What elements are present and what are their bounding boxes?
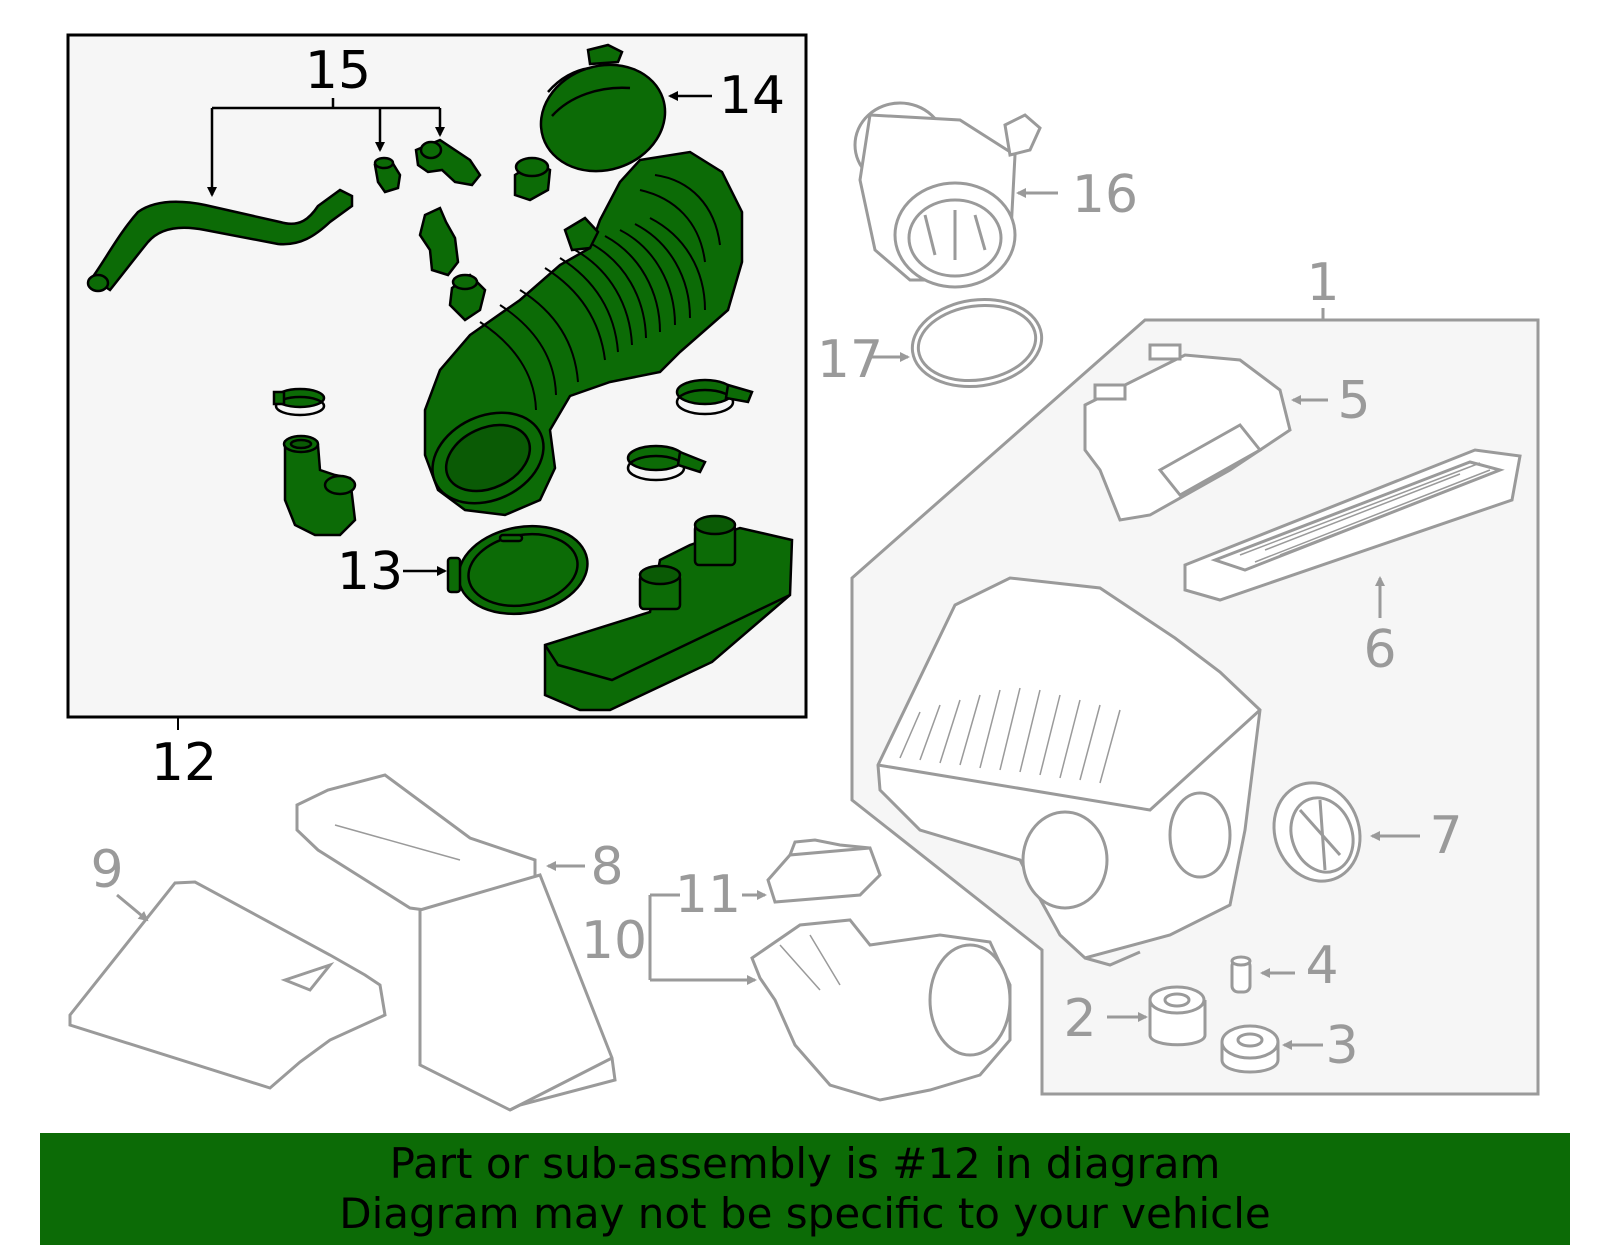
panel-leaders xyxy=(207,91,712,576)
part-1-lower-housing[interactable] xyxy=(876,576,1262,967)
part-14-cap[interactable] xyxy=(527,43,679,187)
part-12-resonator[interactable] xyxy=(543,514,794,712)
callout-3[interactable]: 3 xyxy=(1325,1016,1358,1076)
callout-4[interactable]: 4 xyxy=(1305,936,1338,996)
callout-7[interactable]: 7 xyxy=(1429,806,1462,866)
gray-leaders xyxy=(116,188,1420,1050)
part-13-gasket[interactable] xyxy=(446,516,594,623)
part-2-grommet[interactable] xyxy=(1148,985,1207,1047)
part-16-maf-sensor[interactable] xyxy=(853,101,1042,289)
part-7-outlet-ring[interactable] xyxy=(1260,771,1373,894)
part-8-inlet-duct[interactable] xyxy=(295,773,617,1112)
part-4-pin[interactable] xyxy=(1230,955,1252,994)
part-17-gasket[interactable] xyxy=(907,291,1048,394)
callout-11[interactable]: 11 xyxy=(675,865,741,925)
callout-6[interactable]: 6 xyxy=(1363,620,1396,680)
part-15-fittings[interactable] xyxy=(373,138,552,277)
callout-16[interactable]: 16 xyxy=(1072,165,1138,225)
part-12-intake-duct[interactable] xyxy=(418,150,744,521)
callout-13[interactable]: 13 xyxy=(337,542,403,602)
info-banner: Part or sub-assembly is #12 in diagram D… xyxy=(40,1133,1570,1245)
banner-line-2: Diagram may not be specific to your vehi… xyxy=(339,1189,1271,1238)
callout-15[interactable]: 15 xyxy=(305,41,371,101)
part-12-elbow-hose[interactable] xyxy=(282,434,357,537)
callout-labels: 1 2 3 4 5 6 7 8 9 10 11 12 13 14 15 16 1… xyxy=(90,41,1462,1076)
callout-5[interactable]: 5 xyxy=(1337,371,1370,431)
callout-9[interactable]: 9 xyxy=(90,840,123,900)
part-10-intake-elbow[interactable] xyxy=(750,918,1012,1102)
callout-14[interactable]: 14 xyxy=(719,66,785,126)
part-5-upper-cover[interactable] xyxy=(1083,343,1292,522)
callout-12[interactable]: 12 xyxy=(151,733,217,793)
callout-10[interactable]: 10 xyxy=(581,911,647,971)
callout-1[interactable]: 1 xyxy=(1306,253,1339,313)
part-11-connector[interactable] xyxy=(766,838,882,904)
callout-8[interactable]: 8 xyxy=(590,837,623,897)
part-9-engine-cover[interactable] xyxy=(68,880,387,1090)
callout-17[interactable]: 17 xyxy=(817,330,883,390)
banner-line-1: Part or sub-assembly is #12 in diagram xyxy=(389,1139,1221,1188)
part-15-breather-hose[interactable] xyxy=(86,188,354,293)
part-6-filter-element[interactable] xyxy=(1183,448,1522,602)
part-12-clamps[interactable] xyxy=(272,378,754,482)
part-3-grommet[interactable] xyxy=(1220,1024,1280,1074)
callout-2[interactable]: 2 xyxy=(1063,989,1096,1049)
